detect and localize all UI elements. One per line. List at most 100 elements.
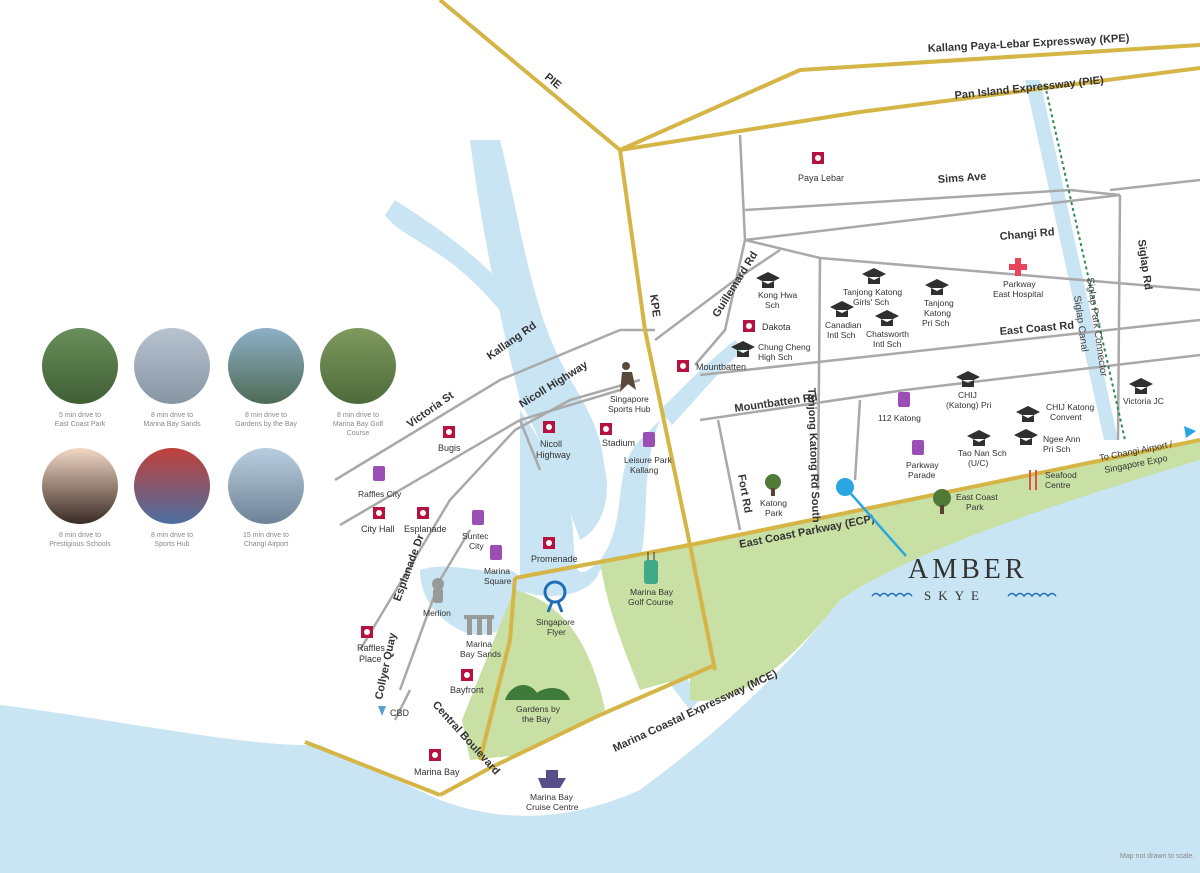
mall-bag-icon	[643, 432, 655, 447]
label-suntec2: City	[469, 541, 484, 551]
mrt-label-bayfront: Bayfront	[450, 685, 484, 695]
gardens-area	[462, 590, 605, 760]
label-mbs: Marina	[466, 639, 492, 649]
cbd-arrow-icon	[378, 706, 386, 716]
school-label-tk-pri2: Katong	[924, 308, 951, 318]
mrt-label-esplanade: Esplanade	[404, 524, 447, 534]
school-label-tk-pri3: Pri Sch	[922, 318, 950, 328]
mall-bag-icon	[373, 466, 385, 481]
mrt-label-raffles2: Place	[359, 654, 382, 664]
mrt-icon	[543, 537, 555, 549]
mrt-icon	[443, 426, 455, 438]
amenity-circles: 5 min drive to East Coast Park 8 min drive…	[42, 328, 396, 548]
label-gardens: Gardens by	[516, 704, 561, 714]
sands-photo-icon	[134, 328, 210, 404]
school-label-chung-cheng: Chung Cheng	[758, 342, 811, 352]
school-label-canadian: Canadian	[825, 320, 862, 330]
amenity-caption: 8 min drive to	[151, 412, 193, 419]
school-label-canadian2: Intl Sch	[827, 330, 856, 340]
school-label-chij-katong: CHIJ	[958, 390, 977, 400]
amenity-caption: 8 min drive to	[337, 412, 379, 419]
schools: Kong Hwa Sch Tanjong Katong Girls' Sch T…	[731, 268, 1164, 468]
label-raffles-city: Raffles City	[358, 489, 402, 499]
ferris-wheel-icon	[543, 580, 567, 613]
label-katong-park2: Park	[765, 508, 783, 518]
mrt-label-raffles: Raffles	[357, 643, 385, 653]
tree-icon	[765, 474, 781, 496]
local-roads	[334, 134, 1200, 721]
marina-reservoir	[420, 566, 526, 635]
brand-name: AMBER	[908, 554, 1028, 585]
park-photo-icon	[42, 328, 118, 404]
school-label-victoria-jc: Victoria JC	[1123, 396, 1164, 406]
school-label-tk-girls: Tanjong Katong	[843, 287, 902, 297]
label-seafood: Seafood	[1045, 470, 1077, 480]
airport-photo-icon	[228, 448, 304, 524]
school-label-kong-hwa: Kong Hwa	[758, 290, 797, 300]
amenity-caption: Prestigious Schools	[49, 541, 111, 548]
label-cbd: CBD	[390, 708, 410, 718]
mall-bag-icon	[490, 545, 502, 560]
amenity-caption: 5 min drive to	[59, 412, 101, 419]
mrt-icon	[743, 320, 755, 332]
siglap-park-connector	[1044, 84, 1126, 441]
mrt-icon	[417, 507, 429, 519]
label-parkway-parade2: Parade	[908, 470, 936, 480]
mrt-label-paya-lebar: Paya Lebar	[798, 173, 844, 183]
label-merlion: Merlion	[423, 608, 451, 618]
school-cap-icon	[1016, 406, 1040, 422]
expressway-kpe-top	[619, 43, 1200, 152]
school-label-tao-nan: Tao Nan Sch	[958, 448, 1007, 458]
cruise-ship-icon	[538, 770, 566, 788]
amber-skye-marker[interactable]	[836, 478, 907, 557]
label-marina-square: Marina	[484, 566, 510, 576]
label-kpe-mid: KPE	[647, 294, 662, 318]
label-mbs2: Bay Sands	[460, 649, 501, 659]
label-gardens2: the Bay	[522, 714, 552, 724]
school-label-tk-girls2: Girls' Sch	[853, 297, 889, 307]
golf-photo-icon	[320, 328, 396, 404]
siglap-canal-water	[1025, 80, 1118, 440]
scale-note: Map not drawn to scale.	[1120, 853, 1194, 860]
marker-leader-line	[844, 486, 907, 557]
changi-arrow-icon	[1184, 426, 1196, 438]
sea-south	[0, 455, 1200, 873]
mrt-label-promenade: Promenade	[531, 554, 578, 564]
mrt-stations: Paya Lebar Dakota Mountbatten Stadium Ni…	[357, 152, 844, 777]
amenity-caption: Marina Bay Golf	[333, 421, 383, 428]
label-sports-hub2: Sports Hub	[608, 404, 651, 414]
kallang-basin	[520, 410, 660, 596]
school-label-tao-nan2: (U/C)	[968, 458, 988, 468]
label-marina-square2: Square	[484, 576, 512, 586]
amenity-caption: East Coast Park	[55, 421, 106, 428]
places: Parkway East Hospital 112 Katong Parkway…	[358, 258, 1077, 812]
school-cap-icon	[925, 279, 949, 295]
label-flyer: Singapore	[536, 617, 575, 627]
amenity-caption: Changi Airport	[244, 541, 288, 548]
mrt-label-dakota: Dakota	[762, 322, 791, 332]
school-cap-icon	[731, 341, 755, 357]
label-guillemard: Guillemard Rd	[710, 249, 760, 319]
mall-bag-icon	[898, 392, 910, 407]
expressway-kpe-mid	[618, 149, 717, 671]
label-cruise: Marina Bay	[530, 792, 574, 802]
label-cruise2: Cruise Centre	[526, 802, 579, 812]
label-fort: Fort Rd	[735, 473, 754, 514]
label-changi-rd: Changi Rd	[999, 226, 1055, 243]
merlion-icon	[432, 578, 444, 603]
amenity-caption: 15 min drive to	[243, 532, 289, 539]
mrt-label-mountbatten: Mountbatten	[696, 362, 746, 372]
mrt-label-city-hall: City Hall	[361, 524, 395, 534]
expressway-gardens-link	[478, 577, 517, 761]
mrt-label-nicoll2: Highway	[536, 450, 571, 460]
school-cap-icon	[967, 430, 991, 446]
mrt-icon	[373, 507, 385, 519]
school-label-ngee-ann2: Pri Sch	[1043, 444, 1071, 454]
fork-knife-icon	[1029, 470, 1037, 490]
wave-right-icon	[1007, 592, 1057, 598]
school-cap-icon	[862, 268, 886, 284]
mrt-icon	[461, 669, 473, 681]
wave-left-icon	[871, 592, 913, 598]
school-label-chatsworth: Chatsworth	[866, 329, 909, 339]
